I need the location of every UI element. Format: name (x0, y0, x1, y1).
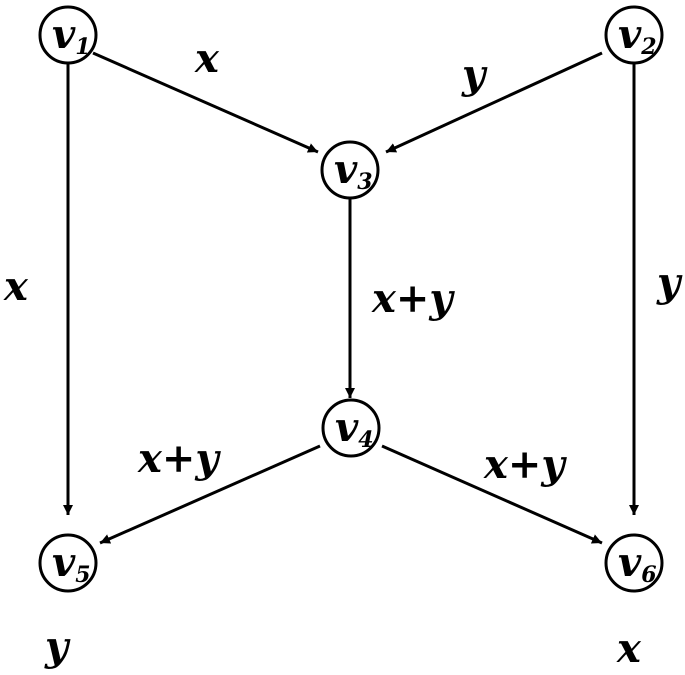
node-v4-subscript: 4 (358, 427, 373, 453)
node-v2-subscript: 2 (640, 34, 656, 60)
label-v4-v5: x+y (137, 435, 221, 482)
edges (63, 51, 639, 545)
label-v3-v4: x+y (371, 275, 455, 322)
node-v1-letter: v (52, 11, 76, 58)
edge-v2-v3 (385, 51, 603, 154)
output-label-v5: y (44, 623, 71, 670)
node-v1: v1 (38, 5, 98, 65)
label-v1-v3: x (194, 35, 220, 82)
svg-text:v5: v5 (52, 539, 91, 588)
node-v2-letter: v (618, 11, 642, 58)
node-v5: v5 (38, 533, 98, 593)
node-v3: v3 (320, 140, 380, 200)
svg-text:v3: v3 (334, 146, 373, 195)
node-v6-subscript: 6 (641, 562, 656, 588)
svg-text:v6: v6 (618, 539, 657, 588)
node-v6: v6 (604, 533, 664, 593)
label-v4-v6: x+y (483, 441, 567, 488)
edge-v4-v6 (381, 444, 603, 545)
node-v6-letter: v (618, 539, 642, 586)
label-v2-v6: y (656, 259, 683, 306)
node-v1-subscript: 1 (75, 34, 90, 60)
node-v5-letter: v (52, 539, 76, 586)
node-v3-letter: v (334, 146, 358, 193)
node-v4-letter: v (335, 404, 359, 451)
node-v5-subscript: 5 (75, 562, 90, 588)
svg-text:v2: v2 (618, 11, 657, 60)
node-v4: v4 (321, 398, 381, 458)
output-label-v6: x (616, 625, 642, 672)
node-v2: v2 (604, 5, 664, 65)
edge-v1-v3 (92, 51, 319, 154)
label-v2-v3: y (461, 51, 488, 98)
label-v1-v5: x (3, 263, 29, 310)
edge-labels: x y x y x+y x+y x+y y x (3, 35, 683, 672)
svg-text:v4: v4 (335, 404, 374, 453)
node-v3-subscript: 3 (357, 169, 372, 195)
svg-text:v1: v1 (52, 11, 91, 60)
edge-v4-v5 (99, 444, 321, 545)
